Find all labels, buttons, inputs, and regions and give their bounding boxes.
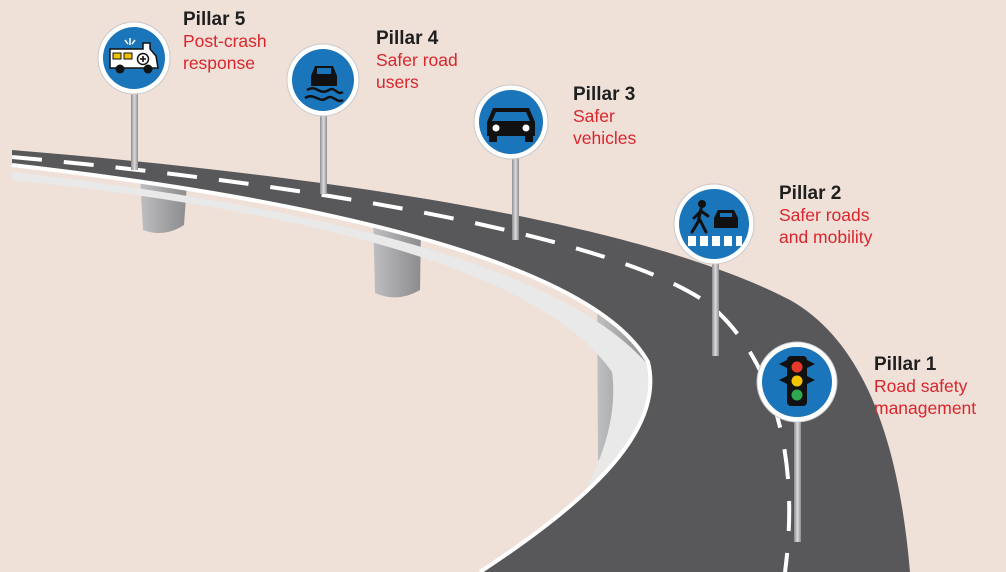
pillar-2-title: Pillar 2 (779, 183, 842, 204)
road (11, 150, 910, 572)
sign-pole (712, 262, 719, 356)
pillar-2-label: Pillar 2 Safer roads and mobility (779, 182, 872, 248)
pedestrian-crossing-icon (688, 200, 742, 246)
pillar-2-desc-line-2: and mobility (779, 226, 873, 247)
pillar-1-label: Pillar 1 Road safety management (874, 353, 976, 419)
pillar-2-desc-line-1: Safer roads (779, 205, 870, 226)
pillar-5-desc-line-1: Post-crash (183, 31, 267, 52)
road-surface (12, 150, 910, 572)
pillar-3-label: Pillar 3 Safer vehicles (573, 83, 636, 149)
pillar-4-label: Pillar 4 Safer road users (376, 27, 458, 93)
sign-pole (512, 158, 519, 240)
pillar-1-desc-line-1: Road safety (874, 376, 968, 397)
pillar-3-desc-line-1: Safer (573, 106, 615, 127)
car-front-icon (487, 108, 535, 142)
skidding-car-icon (304, 66, 344, 103)
pillar-1-title: Pillar 1 (874, 354, 937, 375)
pillar-1-desc-line-2: management (874, 397, 977, 418)
sign-pole (131, 90, 138, 170)
sign-pillar-5 (97, 21, 171, 95)
sign-pillar-3 (473, 84, 549, 160)
pillar-5-title: Pillar 5 (183, 9, 246, 30)
pillar-4-title: Pillar 4 (376, 28, 439, 49)
sign-pillar-2 (673, 183, 755, 265)
pillar-5-label: Pillar 5 Post-crash response (183, 8, 267, 74)
sign-pole (794, 420, 801, 542)
traffic-light-icon (779, 356, 815, 406)
sign-pillar-4 (286, 43, 360, 117)
pillar-5-desc-line-2: response (183, 52, 255, 73)
pillar-3-desc-line-2: vehicles (573, 127, 637, 148)
bridge-pier (140, 176, 187, 234)
ambulance-icon (109, 38, 159, 74)
pillar-4-desc-line-1: Safer road (376, 50, 458, 71)
sign-poles (131, 90, 801, 542)
pillar-4-desc-line-2: users (376, 71, 419, 92)
pillar-3-title: Pillar 3 (573, 84, 636, 105)
sign-pillar-1 (756, 341, 838, 423)
sign-pole (320, 112, 327, 194)
road-edge-line (11, 163, 653, 572)
